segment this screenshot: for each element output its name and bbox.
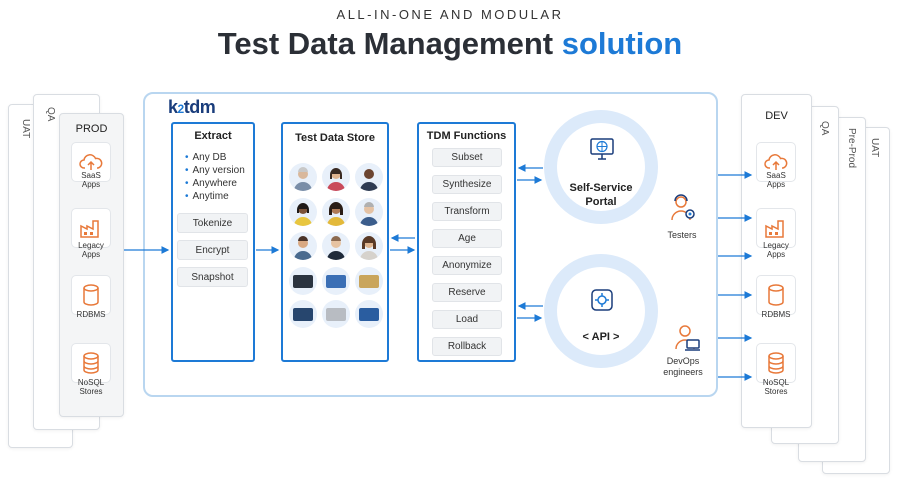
credit-card-cell	[355, 267, 383, 295]
k2tdm-logo: k2tdm	[168, 97, 216, 117]
cloud-upload-icon	[79, 154, 103, 170]
extract-bullet: Any DB	[185, 152, 227, 163]
cloud-upload-icon	[764, 154, 788, 170]
page-title: Test Data Management solution	[0, 26, 900, 62]
tester-icon	[671, 194, 695, 221]
person-avatar	[289, 232, 317, 260]
env-label-prod: PROD	[75, 123, 108, 135]
encrypt-button[interactable]: Encrypt	[177, 240, 248, 260]
database-stack-icon	[83, 352, 99, 374]
credit-card-icon	[359, 274, 379, 288]
source-nosql-right	[756, 343, 796, 383]
factory-icon	[80, 220, 99, 238]
env-label-dev: DEV	[765, 110, 788, 122]
person-avatar	[355, 232, 383, 260]
eyebrow-heading: ALL-IN-ONE AND MODULAR	[336, 7, 564, 22]
credit-card-icon	[293, 307, 313, 321]
database-icon	[83, 284, 99, 306]
credit-card-icon	[293, 274, 313, 288]
extract-bullet: Any version	[185, 165, 245, 176]
title-main: Test Data Management	[217, 26, 554, 61]
source-legacy-left	[71, 208, 111, 248]
extract-bullet: Anywhere	[185, 178, 237, 189]
person-avatar	[322, 163, 350, 191]
source-rdbms-right	[756, 275, 796, 315]
credit-card-cell	[355, 300, 383, 328]
database-stack-icon	[768, 352, 784, 374]
source-saas-left	[71, 142, 111, 182]
testers-label: Testers	[667, 230, 697, 240]
api-node[interactable]	[557, 267, 645, 355]
person-avatar	[289, 163, 317, 191]
snapshot-button[interactable]: Snapshot	[177, 267, 248, 287]
age-button[interactable]: Age	[432, 229, 502, 248]
credit-card-icon	[359, 307, 379, 321]
self-service-portal[interactable]	[557, 123, 645, 211]
api-gear-icon	[591, 289, 613, 311]
source-nosql-left	[71, 343, 111, 383]
load-button[interactable]: Load	[432, 310, 502, 329]
api-label: < API >	[582, 331, 620, 343]
person-avatar	[289, 198, 317, 226]
title-accent: solution	[561, 26, 683, 61]
source-rdbms-right-label: RDBMS	[761, 310, 791, 319]
source-legacy-right	[756, 208, 796, 248]
source-rdbms-left-label: RDBMS	[76, 310, 106, 319]
person-avatar	[355, 198, 383, 226]
person-avatar	[322, 232, 350, 260]
person-avatar	[322, 198, 350, 226]
transform-button[interactable]: Transform	[432, 202, 502, 221]
credit-card-cell	[289, 267, 317, 295]
test-data-store-title: Test Data Store	[295, 132, 375, 144]
factory-icon	[765, 220, 784, 238]
credit-card-icon	[326, 307, 346, 321]
tokenize-button[interactable]: Tokenize	[177, 213, 248, 233]
credit-card-cell	[322, 267, 350, 295]
subset-button[interactable]: Subset	[432, 148, 502, 167]
anonymize-button[interactable]: Anonymize	[432, 256, 502, 275]
person-avatar	[355, 163, 383, 191]
credit-card-cell	[322, 300, 350, 328]
synthesize-button[interactable]: Synthesize	[432, 175, 502, 194]
database-icon	[768, 284, 784, 306]
devops-engineer-icon	[675, 325, 700, 351]
source-rdbms-left	[71, 275, 111, 315]
credit-card-icon	[326, 274, 346, 288]
extract-bullet: Anytime	[185, 191, 229, 202]
rollback-button[interactable]: Rollback	[432, 337, 502, 356]
reserve-button[interactable]: Reserve	[432, 283, 502, 302]
credit-card-cell	[289, 300, 317, 328]
source-saas-right	[756, 142, 796, 182]
extract-title: Extract	[194, 130, 232, 142]
monitor-globe-icon	[590, 138, 614, 160]
tdm-functions-title: TDM Functions	[426, 130, 507, 142]
